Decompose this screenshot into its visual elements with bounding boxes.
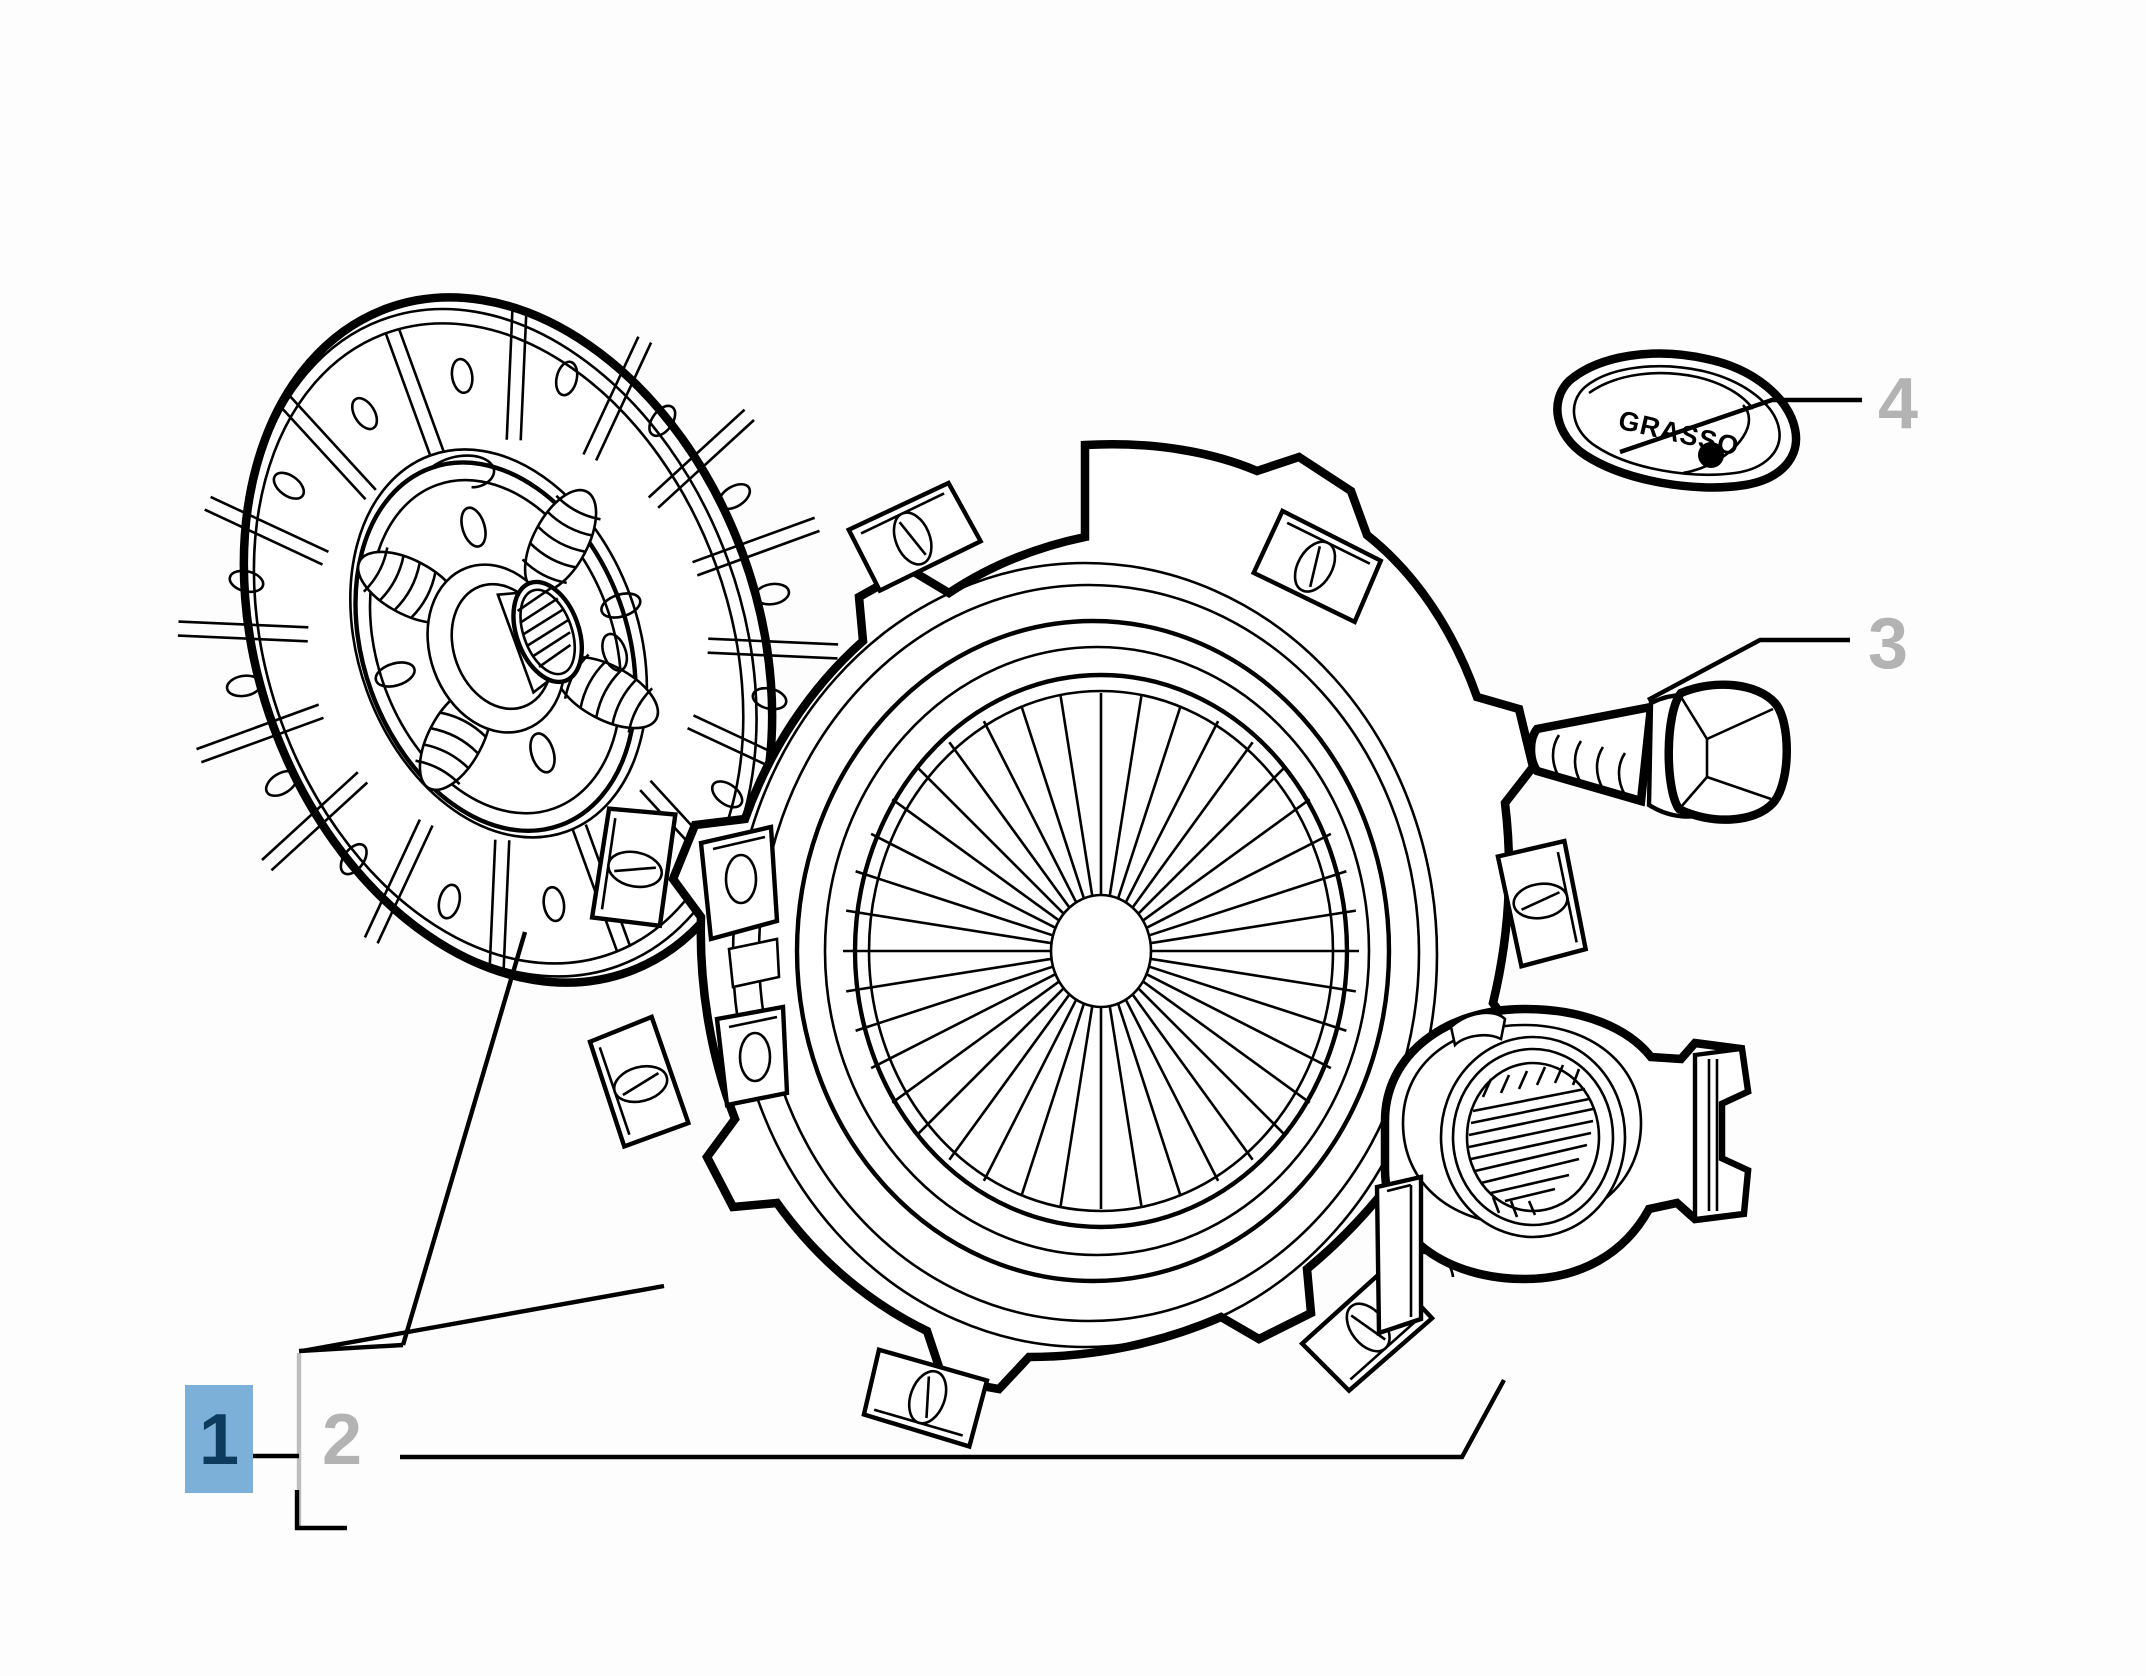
callout-1[interactable]: 1 (185, 1385, 253, 1493)
leader-line-1-disc (400, 931, 528, 1346)
diaphragm-spring-center (1049, 893, 1153, 1009)
callout-1-number: 1 (199, 1400, 239, 1480)
release-bearing-fork-arm-left (1374, 1174, 1455, 1337)
bearing-spline-ribs (1468, 1064, 1594, 1218)
leader-line-3 (1646, 637, 1850, 702)
disc-spline-teeth (516, 587, 572, 669)
callout-4[interactable]: 4 (1878, 364, 1918, 444)
clutch-pressure-plate[interactable] (586, 439, 1589, 1452)
callout-4-number: 4 (1878, 364, 1918, 444)
bolt-shank (1526, 701, 1656, 807)
pressure-plate-tab (727, 937, 781, 989)
grease-sachet[interactable]: GRASSO (1553, 349, 1801, 492)
bolt-threads (1551, 734, 1627, 796)
callout-2-number: 2 (322, 1400, 362, 1480)
callout-3[interactable]: 3 (1868, 604, 1908, 684)
release-bearing-boss (1449, 1011, 1507, 1048)
leader-line-4 (1619, 397, 1862, 455)
release-bearing[interactable] (1374, 1004, 1752, 1337)
disc-friction-band-inner (349, 448, 649, 839)
release-bearing-fork-arm-right (1692, 1046, 1750, 1222)
disc-rivet-holes (225, 357, 791, 923)
callout-2[interactable]: 2 (322, 1400, 362, 1480)
cover-ring-3 (794, 618, 1392, 1284)
leader-line-2-bearing (400, 1378, 1506, 1460)
pressure-plate-drive-strap-left-lower (714, 1004, 790, 1108)
bearing-bore-inner (1465, 1061, 1601, 1213)
leader-line-2-cover (301, 1283, 665, 1354)
grease-label-dot (1698, 442, 1724, 468)
flange-bolt[interactable] (1526, 680, 1791, 824)
bolt-hex-facets (1679, 696, 1774, 808)
callout-1-highlight-box (185, 1385, 253, 1493)
grease-pouch-outer (1553, 349, 1801, 492)
diaphragm-spring-fingers (843, 693, 1359, 1209)
callout-1-bracket-bottom-arm (294, 1490, 347, 1531)
disc-outer-inner-rim (243, 307, 758, 978)
disc-hub-hole-side (601, 632, 629, 672)
cover-ring-4 (823, 645, 1371, 1257)
grease-pouch-fold-bottom (1682, 404, 1751, 475)
callout-3-number: 3 (1868, 604, 1908, 684)
grease-pouch-seam (1572, 364, 1781, 476)
disc-hub-holes (374, 506, 642, 774)
pressure-plate-drive-strap-left (698, 824, 780, 942)
grease-pouch-fold-top (1588, 371, 1755, 410)
bearing-bore-mid (1451, 1047, 1615, 1227)
callout-1-bracket-top-arm (298, 1342, 404, 1354)
